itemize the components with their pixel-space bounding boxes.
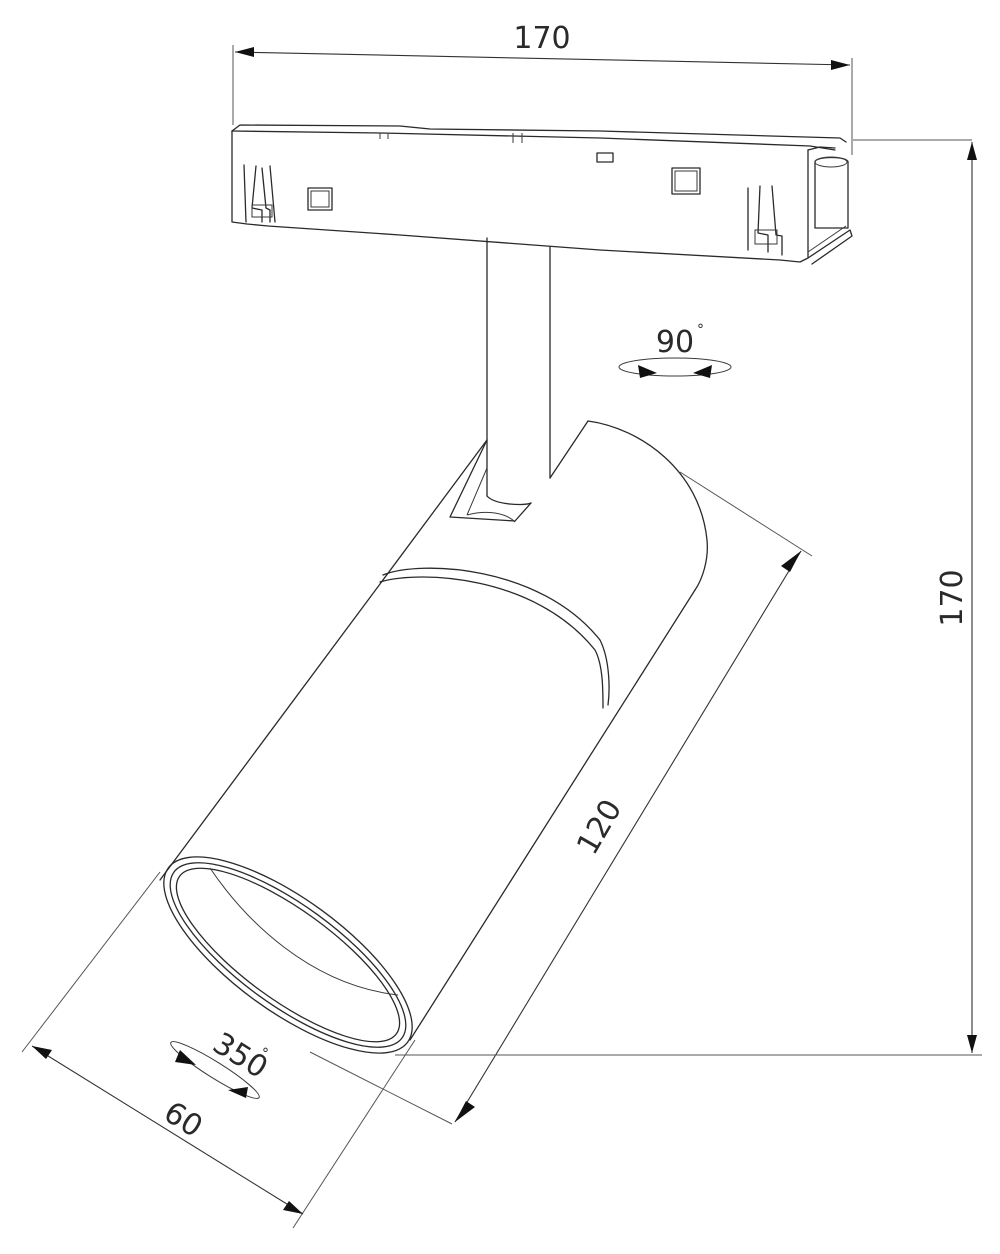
rotation-350-indicator: 350 ° bbox=[170, 1026, 274, 1099]
height-dimension: 170 bbox=[395, 142, 982, 1056]
lens-opening bbox=[163, 856, 413, 1054]
rotation-90-degree: ° bbox=[697, 322, 704, 338]
length-dimension: 120 bbox=[309, 471, 813, 1125]
spin-right-arrow-icon bbox=[228, 1087, 248, 1098]
rotation-350-degree: ° bbox=[262, 1046, 269, 1062]
width-dimension: 170 bbox=[232, 21, 853, 155]
length-label: 120 bbox=[570, 794, 629, 861]
track-adapter bbox=[231, 124, 972, 265]
diameter-label: 60 bbox=[158, 1095, 209, 1145]
height-label: 170 bbox=[935, 569, 970, 626]
stem bbox=[449, 237, 551, 523]
cylinder-body bbox=[159, 420, 708, 1054]
rotation-90-indicator: 90 ° bbox=[618, 322, 732, 378]
rotate-left-arrow-icon bbox=[638, 365, 657, 378]
rotate-right-arrow-icon bbox=[693, 365, 712, 378]
spin-left-arrow-icon bbox=[175, 1050, 196, 1065]
rotation-90-label: 90 bbox=[656, 325, 694, 360]
width-label: 170 bbox=[513, 21, 570, 56]
